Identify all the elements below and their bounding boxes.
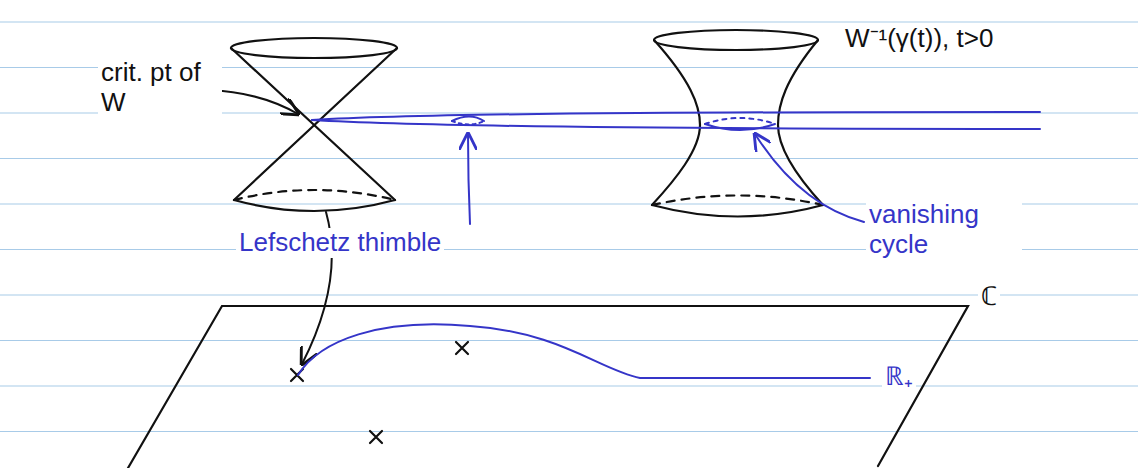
ruled-line: [0, 385, 1138, 386]
critical-values: [291, 342, 468, 443]
path-gamma: [298, 324, 870, 378]
cross-mark: [456, 342, 468, 354]
cone-side: [231, 48, 395, 200]
ruled-line: [0, 431, 1138, 432]
complex-plane: [128, 306, 968, 468]
thimble-edge: [312, 112, 1040, 120]
leader-arrow: [468, 134, 470, 224]
cone-side: [234, 48, 397, 200]
hyperboloid-side: [778, 40, 823, 205]
hyperboloid-bottom-rim-back: [652, 196, 823, 206]
label-text: ℝ₊: [882, 362, 916, 392]
hyperboloid-top-rim: [654, 30, 818, 50]
label-text: vanishing cycle: [866, 200, 1022, 260]
hyperboloid-bottom-rim-front: [652, 205, 823, 217]
cross-mark: [370, 431, 382, 443]
ruled-line: [0, 21, 1138, 22]
hyperboloid-side: [652, 40, 700, 205]
cone-bottom-rim-front: [234, 200, 395, 211]
label-text: ℂ: [978, 282, 1000, 312]
ruled-lines: [0, 22, 1138, 432]
leader-arrow: [755, 134, 864, 222]
ruled-line: [0, 158, 1138, 159]
thimble-cycle-back: [452, 121, 484, 125]
label-text: W⁻¹(γ(t)), t>0: [842, 24, 996, 54]
label-text: Lefschetz thimble: [236, 228, 444, 258]
vanishing-cycle-back: [705, 118, 775, 124]
ruled-line: [0, 294, 1138, 295]
plane-outline: [128, 306, 968, 468]
leaders: [208, 90, 864, 364]
vanishing-cycle-front: [705, 124, 775, 130]
thimble-cycle-front: [452, 117, 484, 122]
double-cone: [231, 38, 397, 211]
cone-bottom-rim-back: [234, 190, 395, 200]
cone-top-rim: [231, 38, 397, 58]
label-text: crit. pt of W: [98, 58, 222, 118]
thimble: [312, 112, 1040, 130]
thimble-edge: [312, 120, 1040, 129]
hyperboloid: [652, 30, 823, 217]
ruled-line: [0, 340, 1138, 341]
